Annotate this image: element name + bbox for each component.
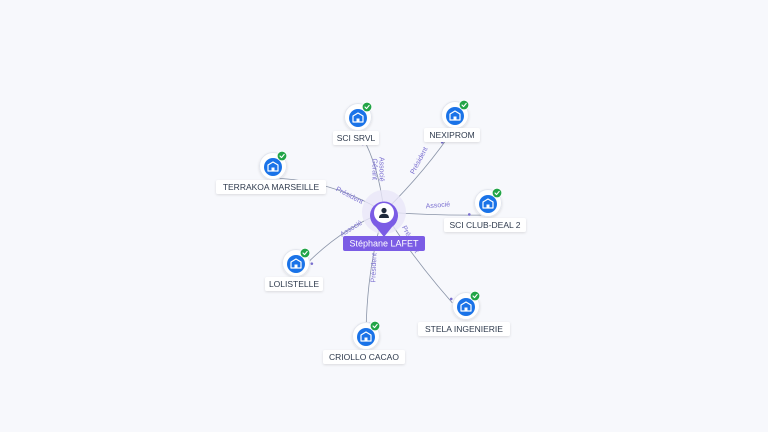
node-label: STELA INGENIERIE	[425, 324, 503, 334]
node-label-box	[323, 350, 405, 364]
check-icon	[491, 187, 503, 199]
edge-label: Associé	[377, 157, 384, 182]
center-node[interactable]: Stéphane LAFET	[343, 190, 425, 251]
company-node-terrakoa-marseille[interactable]: TERRAKOA MARSEILLE	[216, 150, 326, 194]
node-ring	[474, 189, 502, 217]
check-icon	[369, 320, 381, 332]
company-node-sci-srvl[interactable]: SCI SRVL	[333, 101, 379, 145]
check-icon	[458, 99, 470, 111]
node-label: SCI CLUB-DEAL 2	[449, 220, 520, 230]
company-node-lolistelle[interactable]: LOLISTELLE	[265, 247, 323, 291]
company-node-sci-club-deal-2[interactable]: SCI CLUB-DEAL 2	[444, 187, 526, 232]
edge-label: Gérant	[370, 159, 377, 180]
node-ring	[452, 292, 480, 320]
edge-label: Président	[334, 186, 363, 206]
node-ring	[259, 152, 287, 180]
node-label: SCI SRVL	[337, 133, 376, 143]
edge-label: Associé	[425, 201, 450, 210]
building-icon	[287, 255, 305, 273]
building-icon	[479, 195, 497, 213]
person-icon	[379, 207, 389, 218]
building-icon	[446, 107, 464, 125]
node-label-box	[216, 180, 326, 194]
edge-arrowhead	[310, 262, 314, 265]
node-ring	[282, 249, 310, 277]
edge-arrowhead	[467, 213, 471, 216]
node-label-box	[424, 128, 480, 142]
node-label-box	[444, 218, 526, 232]
node-label: CRIOLLO CACAO	[329, 352, 399, 362]
building-icon	[457, 298, 475, 316]
node-label-box	[418, 322, 510, 336]
node-ring	[352, 322, 380, 350]
edge-label: Président	[410, 146, 430, 175]
building-icon	[349, 109, 367, 127]
building-icon	[357, 328, 375, 346]
nodes-layer: SCI SRVL NEXIPROM TERRAKOA MARSEILLE SCI CL…	[216, 99, 526, 364]
building-icon	[264, 158, 282, 176]
edge-label: Associé	[339, 220, 364, 239]
check-icon	[276, 150, 288, 162]
edge-label: Président	[370, 253, 378, 283]
company-node-nexiprom[interactable]: NEXIPROM	[424, 99, 480, 142]
check-icon	[361, 101, 373, 113]
node-label-box	[333, 131, 379, 145]
node-label: TERRAKOA MARSEILLE	[223, 182, 320, 192]
company-node-stela-ingenierie[interactable]: STELA INGENIERIE	[418, 290, 510, 336]
center-label-box	[343, 236, 425, 251]
check-icon	[469, 290, 481, 302]
node-label-box	[265, 277, 323, 291]
company-node-criollo-cacao[interactable]: CRIOLLO CACAO	[323, 320, 405, 364]
center-label: Stéphane LAFET	[349, 239, 419, 249]
node-label: NEXIPROM	[429, 130, 474, 140]
edge-arrowhead	[449, 297, 453, 301]
node-ring	[344, 103, 372, 131]
node-label: LOLISTELLE	[269, 279, 319, 289]
check-icon	[299, 247, 311, 259]
